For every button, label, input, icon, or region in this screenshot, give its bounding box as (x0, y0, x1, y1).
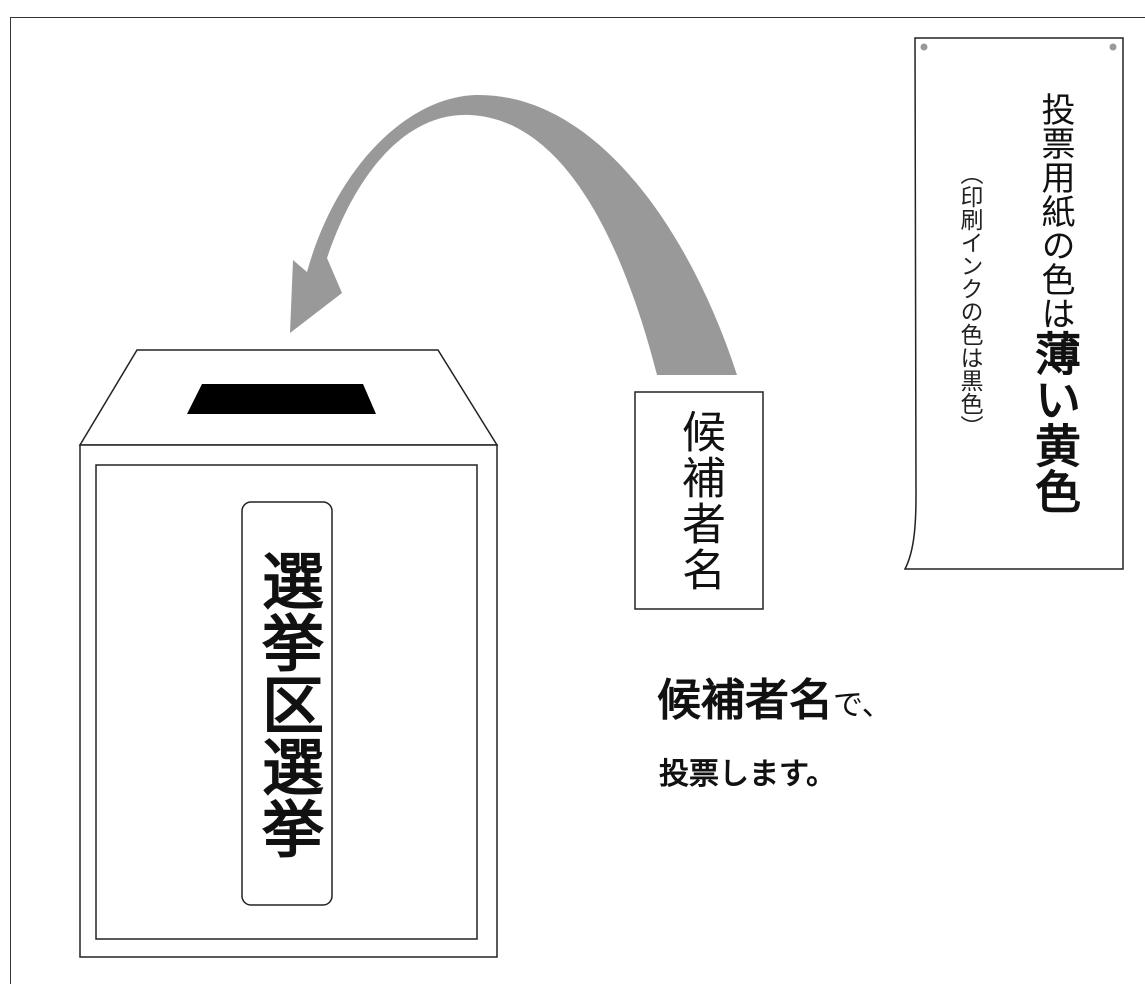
ballot-box-label-frame (241, 501, 333, 906)
ballot-box-inner-panel (95, 464, 478, 940)
ballot-box (78, 349, 499, 958)
figure-frame (10, 17, 1145, 984)
note-sub-text: （印刷インクの色は黒色） (956, 162, 982, 438)
ballot-box-slot (187, 384, 376, 414)
note-scroll (903, 37, 1124, 570)
pin-icon (1109, 43, 1117, 51)
caption-strong: 候補者名 (657, 675, 833, 726)
note-main-emphasis: 薄い黄色 (1028, 330, 1082, 514)
curved-arrow-icon (290, 94, 737, 375)
pin-icon (920, 43, 928, 51)
caption-rest: で、 (833, 688, 892, 723)
ballot-paper (634, 391, 764, 610)
caption-line-1: 候補者名で、 (657, 664, 892, 728)
note-main-prefix: 投票用紙の色は (1035, 92, 1075, 330)
caption-line-2: 投票します。 (659, 757, 836, 792)
ballot-box-label: 選挙区選挙 (251, 548, 324, 859)
note-main-text: 投票用紙の色は薄い黄色 (1020, 58, 1090, 548)
ballot-paper-label: 候補者名 (674, 408, 725, 593)
